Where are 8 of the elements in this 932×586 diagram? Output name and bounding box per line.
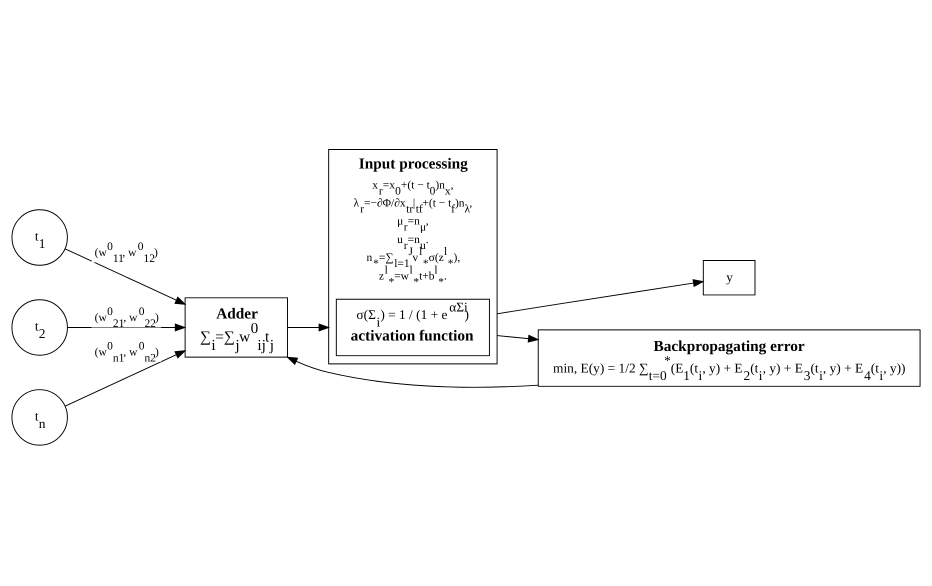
arrow bbox=[496, 334, 540, 342]
node-box: y bbox=[702, 260, 756, 295]
arrow bbox=[64, 248, 186, 304]
arrow bbox=[496, 278, 704, 314]
arrow bbox=[287, 322, 330, 331]
arrow bbox=[286, 356, 539, 388]
arrow bbox=[67, 322, 186, 331]
arrow bbox=[64, 350, 186, 406]
